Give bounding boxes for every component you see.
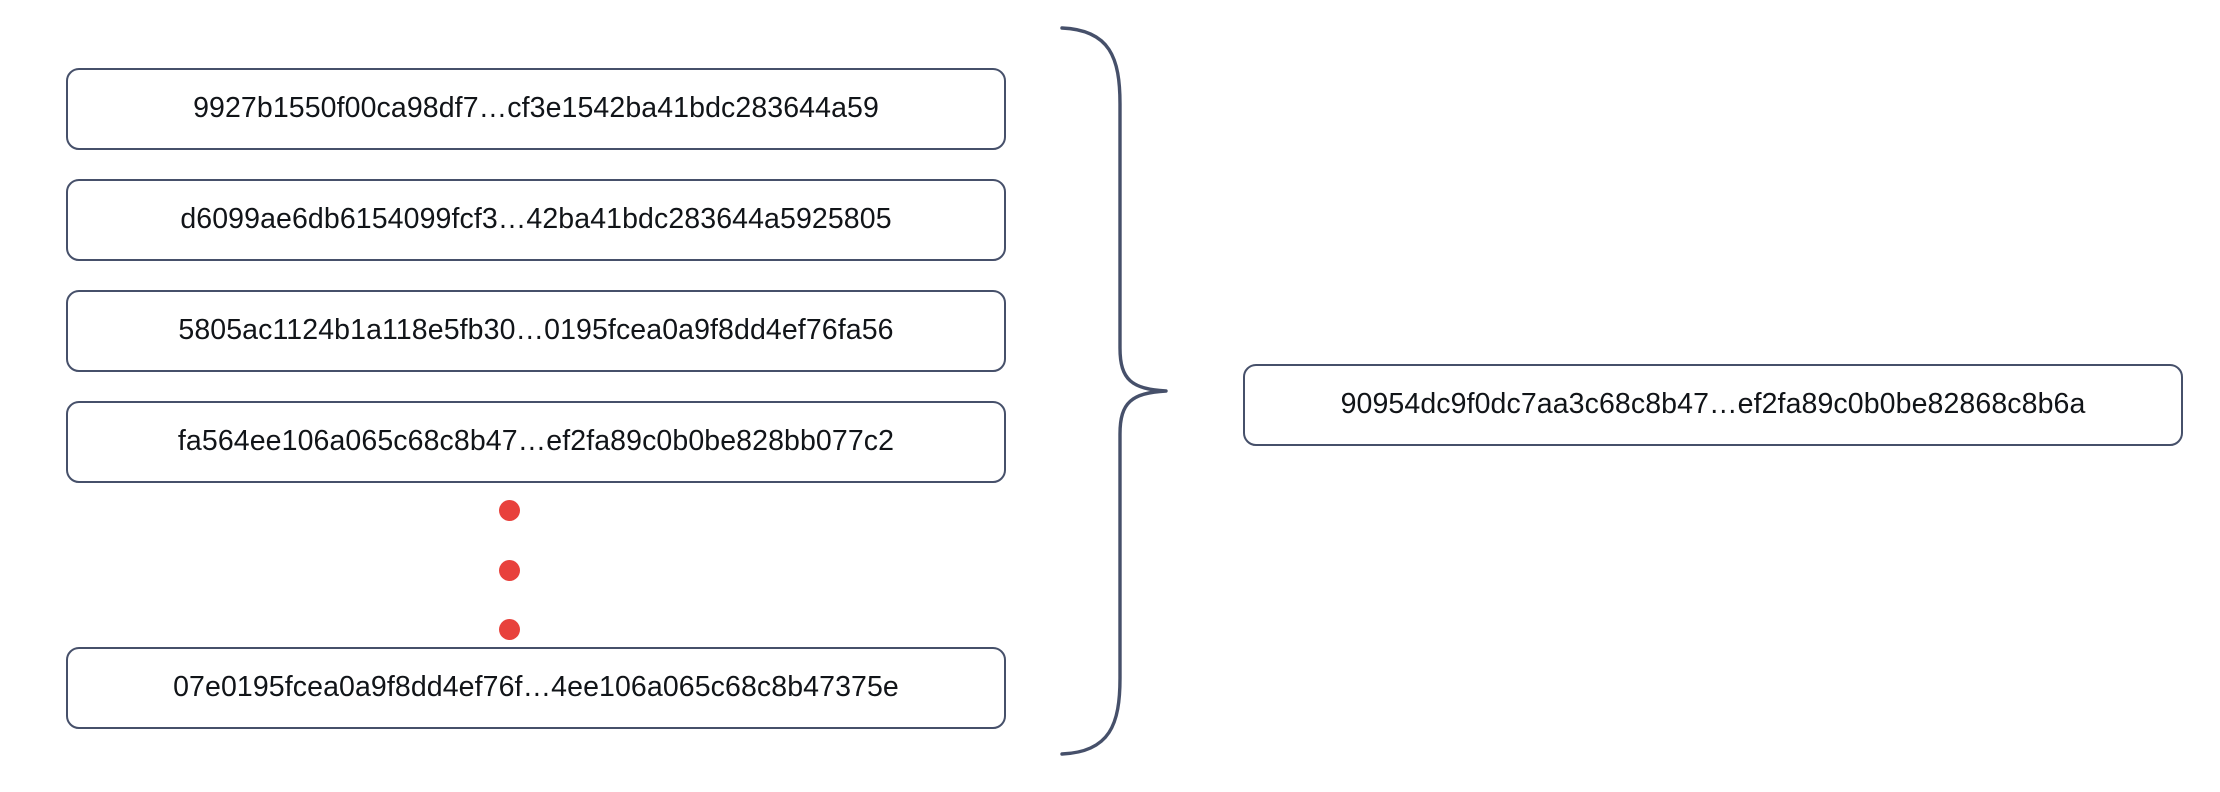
input-hash-box-5[interactable]: 07e0195fcea0a9f8dd4ef76f…4ee106a065c68c8…	[66, 647, 1006, 729]
ellipsis-dot-3	[498, 619, 520, 640]
input-hash-box-1[interactable]: 9927b1550f00ca98df7…cf3e1542ba41bdc28364…	[66, 68, 1006, 150]
ellipsis-dot-1	[498, 500, 520, 521]
curly-brace-icon	[1040, 18, 1200, 764]
input-hash-box-3[interactable]: 5805ac1124b1a118e5fb30…0195fcea0a9f8dd4e…	[66, 290, 1006, 372]
input-hash-box-4[interactable]: fa564ee106a065c68c8b47…ef2fa89c0b0be828b…	[66, 401, 1006, 483]
vertical-ellipsis-icon	[497, 500, 521, 640]
input-hash-text-1: 9927b1550f00ca98df7…cf3e1542ba41bdc28364…	[193, 91, 879, 124]
input-hash-box-2[interactable]: d6099ae6db6154099fcf3…42ba41bdc283644a59…	[66, 179, 1006, 261]
input-hash-text-3: 5805ac1124b1a118e5fb30…0195fcea0a9f8dd4e…	[178, 313, 894, 346]
output-hash-box[interactable]: 90954dc9f0dc7aa3c68c8b47…ef2fa89c0b0be82…	[1243, 364, 2183, 446]
input-hash-text-5: 07e0195fcea0a9f8dd4ef76f…4ee106a065c68c8…	[173, 670, 899, 703]
ellipsis-dot-2	[498, 559, 520, 581]
input-hash-text-2: d6099ae6db6154099fcf3…42ba41bdc283644a59…	[180, 202, 892, 235]
input-hash-text-4: fa564ee106a065c68c8b47…ef2fa89c0b0be828b…	[177, 424, 895, 457]
output-hash-text: 90954dc9f0dc7aa3c68c8b47…ef2fa89c0b0be82…	[1340, 387, 2086, 420]
